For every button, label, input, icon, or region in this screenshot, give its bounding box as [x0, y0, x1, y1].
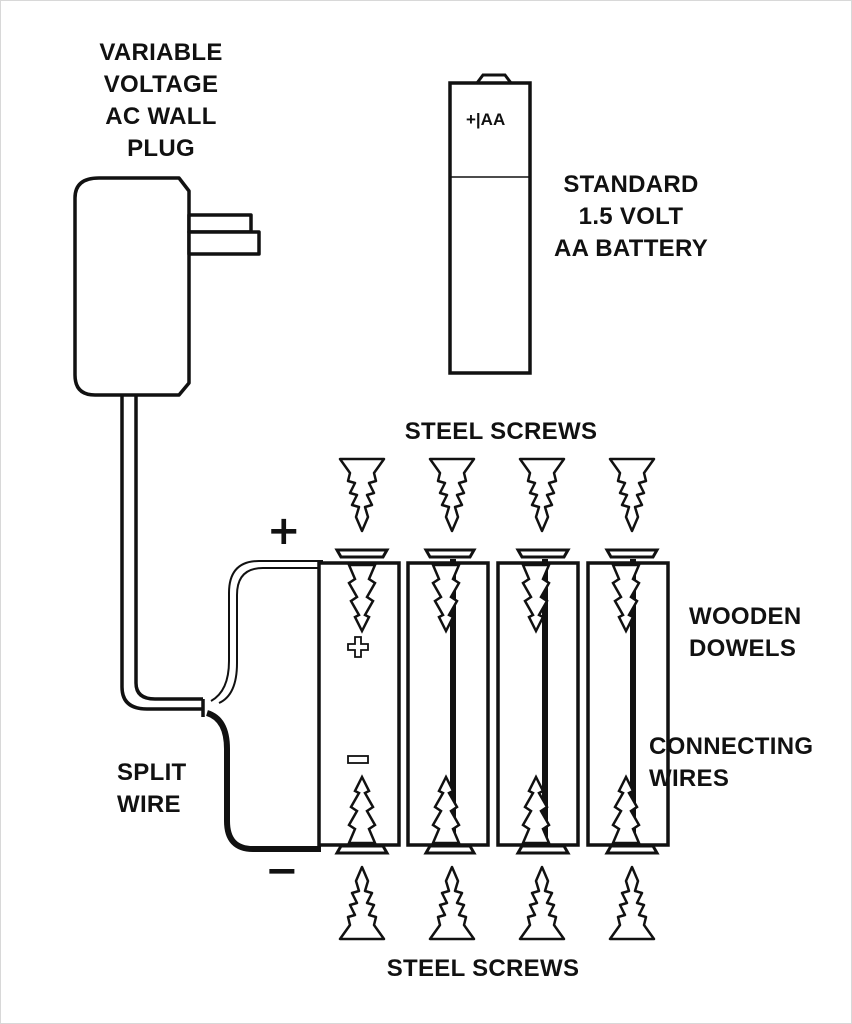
- connecting-wires-label: CONNECTING WIRES: [649, 733, 814, 792]
- screw-head-bottom-4: [604, 844, 660, 855]
- wood-screw-icon: [428, 865, 476, 941]
- wood-screw-icon: [518, 865, 566, 941]
- seated-screw-heads: [334, 548, 660, 855]
- minus-outline-icon: [347, 755, 369, 764]
- steel-screws-top-label: STEEL SCREWS: [404, 418, 598, 445]
- battery-marking: +|AA: [466, 110, 505, 129]
- wooden-dowels-label: WOODEN DOWELS: [689, 603, 802, 662]
- ac-wall-plug: [73, 176, 261, 397]
- positive-sign: +: [267, 508, 301, 554]
- plus-outline-icon: [347, 636, 369, 658]
- screw-head-top-3: [515, 548, 571, 559]
- top-steel-screws: [338, 457, 656, 533]
- screw-head-top-2: [423, 548, 477, 559]
- negative-sign: −: [265, 848, 299, 894]
- screw-head-bottom-1: [334, 844, 390, 855]
- steel-screws-bottom-label: STEEL SCREWS: [386, 955, 580, 982]
- battery-label: STANDARD 1.5 VOLT AA BATTERY: [553, 171, 709, 262]
- wood-screw-icon: [608, 865, 656, 941]
- positive-lead-wire: [210, 560, 323, 704]
- embedded-screw-shanks: [347, 563, 641, 845]
- wood-screw-icon: [338, 865, 386, 941]
- wood-screw-icon: [428, 457, 476, 533]
- negative-lead-wire: [205, 710, 321, 852]
- power-cord: [120, 395, 205, 717]
- screw-head-top-4: [604, 548, 660, 559]
- wood-screw-icon: [518, 457, 566, 533]
- wall-plug-label: VARIABLE VOLTAGE AC WALL PLUG: [99, 39, 223, 162]
- aa-battery: [448, 73, 532, 375]
- screw-head-top-1: [334, 548, 390, 559]
- screw-head-bottom-2: [423, 844, 477, 855]
- split-wire-label: SPLIT WIRE: [117, 759, 187, 818]
- wood-screw-icon: [338, 457, 386, 533]
- wood-screw-icon: [608, 457, 656, 533]
- bottom-steel-screws: [338, 865, 656, 941]
- screw-head-bottom-3: [515, 844, 571, 855]
